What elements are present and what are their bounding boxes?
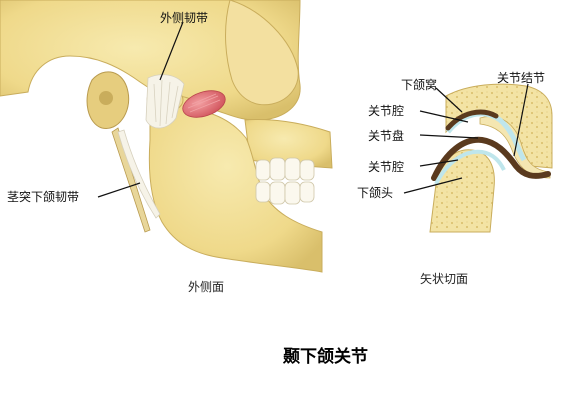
stylomandibular-ligament (117, 129, 161, 219)
label-upper-joint-cavity: 关节腔 (368, 104, 405, 118)
articular-disc (431, 136, 551, 181)
styloid-process (111, 127, 151, 233)
leader-articular-disc (419, 134, 479, 139)
caption-sagittal-view: 矢状切面 (420, 272, 469, 286)
articular-disc-upper (445, 109, 499, 131)
leader-lower-joint-cavity (419, 159, 459, 167)
external-ear-canal (99, 91, 113, 105)
lateral-view-skull (0, 0, 333, 273)
figure-title: 颞下颌关节 (283, 347, 368, 367)
zygomatic-bone (225, 0, 299, 106)
label-articular-tubercle: 关节结节 (497, 71, 546, 85)
label-lateral-ligament: 外侧韧带 (160, 11, 209, 25)
leader-mandibular-fossa (435, 87, 463, 113)
label-articular-disc: 关节盘 (368, 129, 405, 143)
sagittal-view (429, 83, 553, 233)
leader-lateral-ligament (159, 21, 184, 81)
leader-mandibular-head (403, 177, 463, 194)
leader-upper-joint-cavity (419, 110, 469, 123)
mandible (148, 95, 323, 273)
leader-stylomandibular-ligament (97, 182, 141, 198)
leader-articular-tubercle (513, 83, 529, 157)
lower-joint-cavity (434, 149, 506, 185)
label-mandibular-fossa: 下颌窝 (401, 78, 438, 92)
label-mandibular-head: 下颌头 (357, 186, 394, 200)
caption-lateral-view: 外侧面 (188, 280, 225, 294)
label-stylomandibular-ligament: 茎突下颌韧带 (7, 190, 80, 204)
teeth (255, 157, 315, 205)
label-lower-joint-cavity: 关节腔 (368, 160, 405, 174)
articular-tubercle (479, 116, 551, 179)
